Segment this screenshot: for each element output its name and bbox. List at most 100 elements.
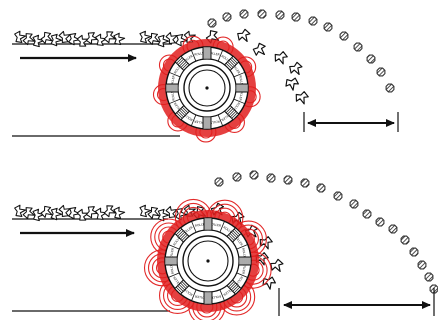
outlined-arrowhead-icon	[58, 30, 71, 43]
outlined-arrowhead-icon	[262, 276, 276, 290]
rotor-slot-label: ROLLER	[182, 54, 194, 64]
segment-line	[219, 289, 225, 301]
outlined-arrowhead-icon	[183, 204, 196, 217]
rotor-slot-label: ROLLER	[170, 75, 176, 87]
outlined-arrowhead-icon	[32, 34, 45, 48]
rotor-slot-label: ROLLER	[170, 89, 176, 101]
panel-top: ROLLERROLLERROLLERROLLERROLLERROLLERROLL…	[12, 9, 399, 143]
outlined-arrowhead-icon	[113, 206, 126, 220]
outlined-arrowhead-icon	[175, 33, 188, 47]
hatched-octagon-icon	[424, 272, 434, 282]
outlined-arrowhead-icon	[14, 30, 27, 43]
outlined-arrowhead-icon	[50, 207, 63, 221]
hatched-octagon-icon	[316, 183, 326, 193]
dark-particle-arc-top	[207, 9, 395, 93]
hatched-octagon-icon	[239, 9, 249, 19]
magnet-block	[226, 279, 242, 295]
outlined-arrowhead-icon	[139, 204, 152, 218]
hatched-octagon-icon	[232, 172, 242, 182]
rotor-bottom: ROLLERROLLERROLLERROLLERROLLERROLLERROLL…	[143, 198, 272, 324]
outlined-arrowhead-icon	[40, 205, 53, 218]
magnet-block	[223, 104, 240, 121]
rotor-slot-label: ROLLER	[194, 119, 206, 125]
hatched-octagon-icon	[388, 224, 398, 234]
outlined-arrowhead-icon	[274, 51, 288, 65]
hatched-octagon-icon	[409, 247, 419, 257]
rotor-slot-label: ROLLER	[169, 248, 175, 260]
outlined-arrowhead-icon	[139, 30, 152, 44]
outlined-arrowhead-icon	[147, 206, 160, 220]
rotor-slot-label: ROLLER	[241, 262, 247, 274]
segment-line	[168, 244, 180, 250]
outlined-arrowhead-icon	[285, 77, 299, 91]
rotor-slot-label: ROLLER	[181, 287, 193, 297]
rotor-slot-label: ROLLER	[220, 54, 232, 64]
hatched-octagon-icon	[266, 173, 276, 183]
segment-line	[236, 272, 248, 278]
rotor-slot-label: ROLLER	[209, 222, 221, 228]
outlined-arrowhead-icon	[32, 208, 45, 222]
rotor-slot-label: ROLLER	[208, 119, 220, 125]
segment-line	[217, 114, 224, 127]
outlined-arrowhead-icon	[85, 206, 99, 219]
outlined-arrowhead-icon	[103, 205, 116, 218]
magnet-block	[174, 104, 191, 121]
hatched-octagon-icon	[385, 83, 395, 93]
rotor-slot-label: ROLLER	[172, 276, 182, 288]
rotor-slot-label: ROLLER	[194, 51, 206, 57]
rotor-slot-label: ROLLER	[209, 294, 221, 300]
hatched-octagon-icon	[400, 235, 410, 245]
magnet-block	[174, 55, 191, 72]
panel-bottom: ROLLERROLLERROLLERROLLERROLLERROLLERROLL…	[12, 170, 438, 324]
outlined-arrowhead-icon	[165, 205, 178, 219]
hatched-octagon-icon	[353, 42, 363, 52]
outlined-arrowhead-icon	[147, 32, 160, 46]
outlined-arrowhead-icon	[237, 28, 251, 43]
rotor-slot-label: ROLLER	[234, 276, 244, 288]
outlined-arrowhead-icon	[165, 31, 178, 45]
rotor-slot-label: ROLLER	[195, 294, 207, 300]
magnet-block	[226, 227, 242, 243]
segment-line	[190, 114, 197, 127]
rotor-slot-label: ROLLER	[181, 225, 193, 235]
rotor-slot-label: ROLLER	[241, 248, 247, 260]
rotor-slot-label: ROLLER	[172, 234, 182, 246]
hatched-octagon-icon	[275, 10, 285, 20]
outlined-arrowhead-icon	[252, 42, 266, 56]
hatched-octagon-icon	[249, 170, 259, 180]
hatched-octagon-icon	[333, 191, 343, 201]
segment-line	[190, 49, 197, 62]
segment-line	[168, 98, 181, 105]
outlined-arrowhead-icon	[76, 208, 89, 221]
outlined-arrowhead-icon	[289, 61, 303, 76]
hatched-octagon-icon	[375, 217, 385, 227]
rotor-slot-label: ROLLER	[223, 225, 235, 235]
distance-indicator-bottom	[278, 288, 435, 316]
outlined-arrowhead-icon	[103, 31, 116, 44]
magnet-block	[235, 83, 249, 93]
rotor-slot-label: ROLLER	[195, 222, 207, 228]
outlined-arrowhead-icon	[295, 91, 309, 105]
hatched-octagon-icon	[362, 209, 372, 219]
outlined-arrowhead-icon	[68, 32, 81, 46]
outlined-arrowhead-icon	[94, 207, 108, 220]
hatched-octagon-icon	[257, 9, 267, 19]
outlined-arrowhead-icon	[94, 33, 108, 46]
magnet-block	[164, 256, 178, 266]
outlined-arrowhead-icon	[22, 33, 35, 46]
rotor-slot-label: ROLLER	[223, 287, 235, 297]
segment-line	[168, 71, 181, 78]
segment-line	[191, 289, 197, 301]
hatched-octagon-icon	[308, 16, 318, 26]
hatched-octagon-icon	[283, 175, 293, 185]
rotor-slot-label: ROLLER	[208, 51, 220, 57]
hatched-octagon-icon	[339, 31, 349, 41]
segment-line	[168, 272, 180, 278]
axle-dot	[205, 86, 209, 90]
magnet-block	[202, 116, 212, 130]
outlined-arrowhead-icon	[68, 206, 81, 220]
outlined-arrowhead-icon	[270, 258, 284, 273]
axle-dot	[206, 259, 210, 263]
